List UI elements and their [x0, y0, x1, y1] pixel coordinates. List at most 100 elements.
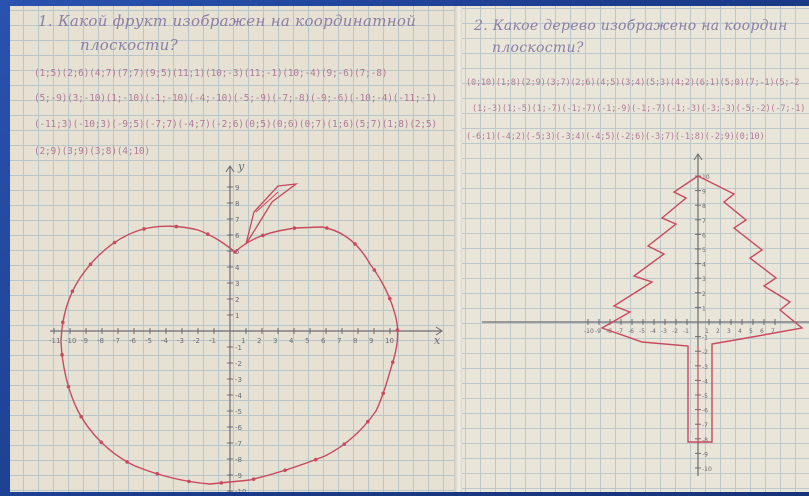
y-tick-label: -9: [702, 451, 708, 458]
apple-point: [260, 233, 265, 238]
y-tick-label: 1: [235, 312, 239, 320]
y-tick-label: -6: [702, 408, 708, 415]
y-tick-label: 8: [702, 203, 706, 210]
x-tick-label: -5: [145, 337, 152, 345]
x-tick-label: -10: [584, 328, 594, 335]
y-tick-label: 5: [235, 248, 239, 256]
right-notebook-page: 2. Какое дерево изображено на координ пл…: [462, 6, 809, 492]
left-coord-row: (5;-9)(3;-10)(1;-10)(-1;-10)(-4;-10)(-5;…: [34, 93, 437, 104]
x-tick-label: 9: [369, 337, 373, 345]
apple-point: [125, 460, 129, 464]
x-tick-label: -7: [617, 328, 623, 335]
y-tick-label: 5: [702, 247, 706, 254]
left-coord-row: (2;9)(3;9)(3;8)(4;10): [34, 146, 150, 157]
x-tick-label: -6: [129, 337, 137, 345]
x-tick-label: 4: [738, 328, 742, 335]
y-tick-label: -2: [702, 349, 708, 356]
apple-point: [142, 227, 146, 231]
x-tick-label: -2: [672, 328, 678, 335]
x-tick-label: 7: [771, 328, 775, 335]
x-tick-label: 3: [273, 337, 277, 345]
apple-point: [79, 414, 83, 419]
y-tick-label: 8: [235, 200, 239, 208]
tree-outline: [600, 175, 804, 443]
y-tick-label: 3: [235, 280, 239, 288]
y-tick-label: -5: [235, 408, 242, 416]
y-tick-label: -7: [702, 422, 708, 429]
apple-point: [206, 232, 210, 236]
apple-point: [251, 477, 256, 481]
apple-point: [366, 419, 370, 424]
x-tick-label: 7: [337, 337, 341, 345]
apple-stem: [245, 183, 299, 245]
y-tick-label: 4: [702, 262, 706, 269]
x-tick-label: 2: [716, 328, 720, 335]
apple-point: [283, 468, 287, 473]
y-tick-label: 2: [235, 296, 239, 304]
apple-point: [233, 250, 237, 254]
right-task-title: 2. Какое дерево изображено на координ: [474, 18, 788, 34]
apple-point: [325, 226, 329, 230]
y-tick-label: 9: [702, 189, 706, 196]
x-tick-label: 4: [289, 337, 294, 345]
apple-point: [372, 268, 377, 272]
y-tick-label: 3: [702, 276, 706, 283]
apple-point: [353, 242, 357, 246]
y-tick-label: 1: [702, 305, 706, 312]
apple-point: [187, 479, 191, 484]
apple-point: [99, 440, 103, 444]
apple-points: [60, 224, 400, 485]
y-tick-label: -8: [702, 437, 708, 444]
left-task-title: 1. Какой фрукт изображен на координатной: [38, 12, 417, 30]
x-tick-label: -9: [595, 328, 601, 335]
x-tick-label: 6: [321, 337, 326, 345]
y-tick-label: 9: [235, 184, 239, 192]
notebook-photo: 1. Какой фрукт изображен на координатной…: [10, 6, 809, 492]
apple-point: [342, 442, 347, 446]
x-tick-label: -4: [161, 337, 169, 345]
y-tick-label: -8: [235, 456, 242, 464]
y-tick-label: -1: [235, 344, 242, 352]
x-tick-label: -2: [193, 337, 200, 345]
x-tick-label: -8: [97, 337, 104, 345]
y-axis-arrow: [225, 165, 235, 173]
y-tick-label: -4: [235, 392, 243, 400]
y-tick-label: -3: [702, 364, 708, 371]
x-tick-label: -7: [113, 337, 120, 345]
y-tick-label: -5: [702, 393, 708, 400]
y-tick-label: -3: [235, 376, 242, 384]
apple-point: [390, 360, 395, 364]
x-tick-label: -9: [81, 337, 88, 345]
apple-point: [155, 472, 160, 476]
apple-point: [381, 391, 385, 396]
x-tick-label: -11: [49, 337, 60, 345]
y-tick-label: -9: [235, 472, 242, 480]
x-tick-label: -1: [683, 328, 689, 335]
right-coord-row: (0;10)(1;8)(2;9)(3;7)(2;6)(4;5)(3;4)(5;3…: [466, 78, 800, 88]
right-coord-row: (-6;1)(-4;2)(-5;3)(-3;4)(-4;5)(-2;6)(-3;…: [466, 132, 765, 142]
x-tick-label: -1: [209, 337, 216, 345]
x-tick-label: 5: [749, 328, 753, 335]
right-task-title-cont: плоскости?: [492, 40, 584, 56]
apple-point: [292, 226, 297, 230]
apple-point: [61, 320, 65, 325]
y-tick-label: 6: [702, 232, 706, 239]
y-tick-label: 7: [235, 216, 239, 224]
x-tick-label: -3: [177, 337, 184, 345]
y-tick-label: -10: [235, 488, 246, 492]
y-tick-label: -1: [702, 335, 708, 342]
x-tick-label: -3: [661, 328, 667, 335]
y-tick-label: -10: [702, 466, 712, 473]
y-tick-label: -6: [235, 424, 243, 432]
x-tick-label: 2: [257, 337, 261, 345]
y-tick-label: 6: [235, 232, 240, 240]
x-axis-arrow: [435, 326, 443, 336]
y-tick-label: 4: [235, 264, 240, 272]
y-axis-label: y: [237, 160, 245, 173]
apple-point: [70, 289, 75, 294]
